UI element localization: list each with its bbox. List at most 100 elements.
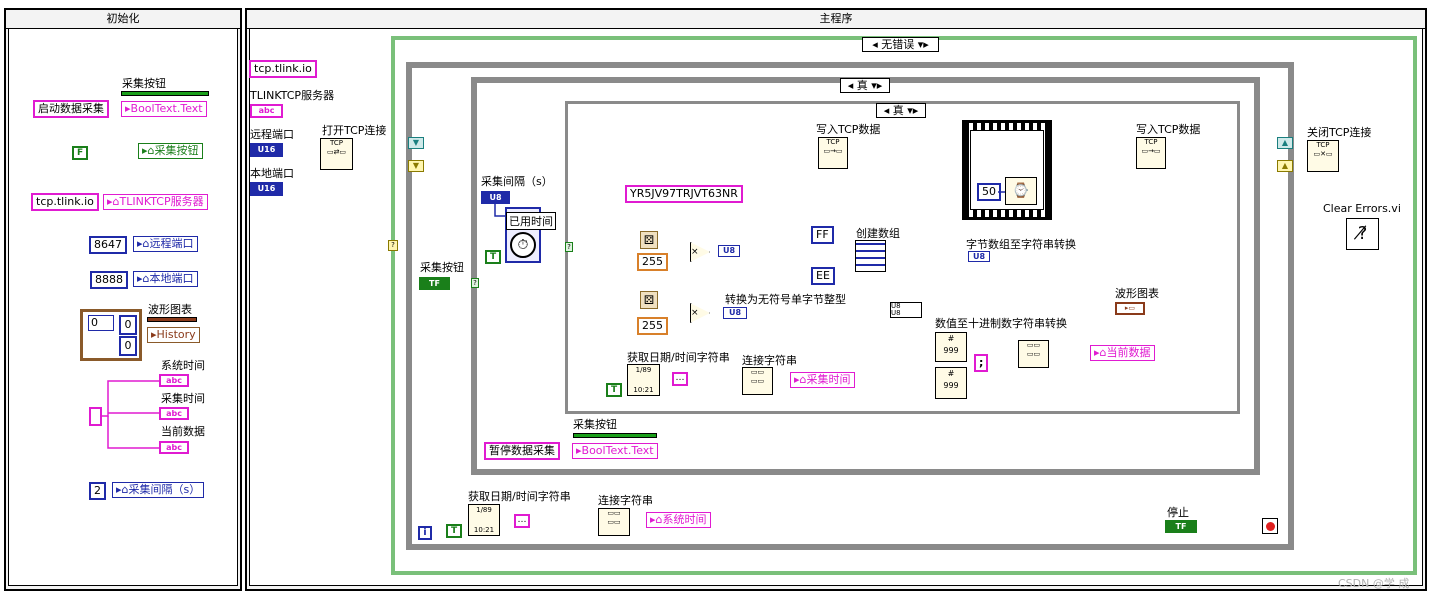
to-u8-node-1[interactable]: U8 xyxy=(718,245,740,257)
init-tcp-const[interactable]: tcp.tlink.io xyxy=(31,193,99,211)
remote-port-local[interactable]: ▸⌂远程端口 xyxy=(133,236,198,252)
concat-label-outer: 连接字符串 xyxy=(598,494,653,507)
num-to-dec-node-2[interactable]: #999 xyxy=(935,367,967,399)
close-tcp-label: 关闭TCP连接 xyxy=(1307,126,1372,139)
outer-case-tunnel: ? xyxy=(471,278,479,288)
booltext-local-main[interactable]: ▸BoolText.Text xyxy=(572,443,658,459)
init-waveform-label: 波形图表 xyxy=(148,303,192,316)
rand-scale-1[interactable]: 255 xyxy=(637,253,668,271)
error-case-selector[interactable]: ◂ 无错误 ▾▸ xyxy=(862,37,939,52)
inner-case-selector[interactable]: ◂ 真 ▾▸ xyxy=(876,103,926,118)
outer-case-selector[interactable]: ◂ 真 ▾▸ xyxy=(840,78,890,93)
interval-local[interactable]: ▸⌂采集间隔（s） xyxy=(112,482,205,498)
error-case-tunnel: ? xyxy=(388,240,398,251)
interval-terminal[interactable]: U8 xyxy=(481,191,510,204)
current-data-terminal[interactable]: abc xyxy=(159,441,189,454)
current-data-label: 当前数据 xyxy=(161,425,205,438)
build-array-node[interactable] xyxy=(855,240,886,272)
acq-button-local[interactable]: ▸⌂采集按钮 xyxy=(138,143,203,159)
waveform-label: 波形图表 xyxy=(1115,287,1159,300)
stop-terminal[interactable]: TF xyxy=(1165,520,1197,533)
main-remote-port-terminal[interactable]: U16 xyxy=(250,143,283,157)
booltext-local[interactable]: ▸BoolText.Text xyxy=(121,101,207,117)
interval-const[interactable]: 2 xyxy=(89,482,106,500)
refnum-shift-register-left: ▼ xyxy=(408,137,424,149)
byte-to-string-node[interactable]: U8 xyxy=(968,251,990,262)
main-tcp-const[interactable]: tcp.tlink.io xyxy=(249,60,317,78)
acq-progress-bar xyxy=(573,433,657,438)
random-number-icon-1[interactable]: ⚄ xyxy=(640,231,658,249)
space-const-inner[interactable]: … xyxy=(672,372,688,386)
space-const-outer[interactable]: … xyxy=(514,514,530,528)
num-to-dec-node-1[interactable]: #999 xyxy=(935,332,967,362)
true-const-datetime-outer[interactable]: T xyxy=(446,524,463,538)
write-tcp2-label: 写入TCP数据 xyxy=(1136,123,1201,136)
to-u8-node-2[interactable]: U8 xyxy=(723,307,747,319)
empty-string-const[interactable] xyxy=(89,407,102,426)
concat-node-inner[interactable]: ▭▭▭▭ xyxy=(742,367,773,395)
semicolon-const[interactable]: ; xyxy=(974,354,989,372)
byte-to-string-label: 字节数组至字符串转换 xyxy=(966,238,1076,251)
ff-const[interactable]: FF xyxy=(811,226,834,244)
false-const[interactable]: F xyxy=(72,146,89,160)
clear-errors-label: Clear Errors.vi xyxy=(1323,202,1401,215)
num-to-dec-label: 数值至十进制数字符串转换 xyxy=(935,317,1067,330)
system-time-local[interactable]: ▸⌂系统时间 xyxy=(646,512,711,528)
waveform-terminal[interactable]: ▸▭ xyxy=(1115,302,1145,315)
true-const-datetime-inner[interactable]: T xyxy=(606,383,623,397)
inner-true-case xyxy=(565,101,1240,414)
open-tcp-label: 打开TCP连接 xyxy=(322,124,387,137)
acq-button-terminal[interactable]: TF xyxy=(419,277,450,290)
array-value-2: 0 xyxy=(119,336,137,356)
rand-scale-2[interactable]: 255 xyxy=(637,317,668,335)
get-datetime-label-outer: 获取日期/时间字符串 xyxy=(468,490,571,503)
remote-port-const[interactable]: 8647 xyxy=(89,236,127,254)
pause-const[interactable]: 暂停数据采集 xyxy=(484,442,560,460)
local-port-const[interactable]: 8888 xyxy=(90,271,128,289)
history-array-const[interactable]: 0 0 0 xyxy=(80,309,142,361)
refnum-shift-register-right: ▲ xyxy=(1277,137,1293,149)
main-local-port-label: 本地端口 xyxy=(250,167,294,180)
concat-node-outer[interactable]: ▭▭▭▭ xyxy=(598,508,630,536)
history-local[interactable]: ▸History xyxy=(147,327,200,343)
create-array-label: 创建数组 xyxy=(856,227,900,240)
array-value-1: 0 xyxy=(119,315,137,335)
local-port-local[interactable]: ▸⌂本地端口 xyxy=(133,271,198,287)
device-id-const[interactable]: YR5JV97TRJVT63NR xyxy=(625,185,743,203)
main-local-port-terminal[interactable]: U16 xyxy=(250,182,283,196)
loop-condition-icon[interactable] xyxy=(1262,518,1278,534)
watermark: CSDN @学 成 xyxy=(1338,577,1410,590)
tlink-server-local[interactable]: ▸⌂TLINKTCP服务器 xyxy=(103,194,208,210)
acq-time-local[interactable]: ▸⌂采集时间 xyxy=(790,372,855,388)
random-number-icon-2[interactable]: ⚄ xyxy=(640,291,658,309)
close-tcp-vi[interactable]: TCP▭✕▭ xyxy=(1307,140,1339,172)
clear-errors-icon[interactable]: ?̸ xyxy=(1346,218,1379,250)
main-remote-port-label: 远程端口 xyxy=(250,128,294,141)
error-shift-register-right: ▲ xyxy=(1277,160,1293,172)
array-index: 0 xyxy=(88,315,114,331)
acq-time-label: 采集时间 xyxy=(161,392,205,405)
current-data-local[interactable]: ▸⌂当前数据 xyxy=(1090,345,1155,361)
error-shift-register-left: ▼ xyxy=(408,160,424,172)
acq-time-terminal[interactable]: abc xyxy=(159,407,189,420)
write-tcp1-vi[interactable]: TCP▭→▭ xyxy=(818,137,848,169)
start-acq-const[interactable]: 启动数据采集 xyxy=(33,100,109,118)
interval-label: 采集间隔（s） xyxy=(481,175,553,188)
open-tcp-vi[interactable]: TCP▭⇄▭ xyxy=(320,138,353,170)
ee-const[interactable]: EE xyxy=(811,267,835,285)
wait-ms-icon[interactable]: ⌚ xyxy=(1005,177,1037,205)
concat-node-data[interactable]: ▭▭▭▭ xyxy=(1018,340,1049,368)
concat-label-inner: 连接字符串 xyxy=(742,354,797,367)
acq-button-label2: 采集按钮 xyxy=(573,418,617,431)
main-tlink-terminal[interactable]: abc xyxy=(250,104,283,118)
write-tcp2-vi[interactable]: TCP▭→▭ xyxy=(1136,137,1166,169)
true-const-timer[interactable]: T xyxy=(485,250,502,264)
elapsed-time-label: 已用时间 xyxy=(506,212,556,230)
system-time-terminal[interactable]: abc xyxy=(159,374,189,387)
get-datetime-label-inner: 获取日期/时间字符串 xyxy=(627,351,730,364)
main-tlink-label: TLINKTCP服务器 xyxy=(250,89,335,102)
